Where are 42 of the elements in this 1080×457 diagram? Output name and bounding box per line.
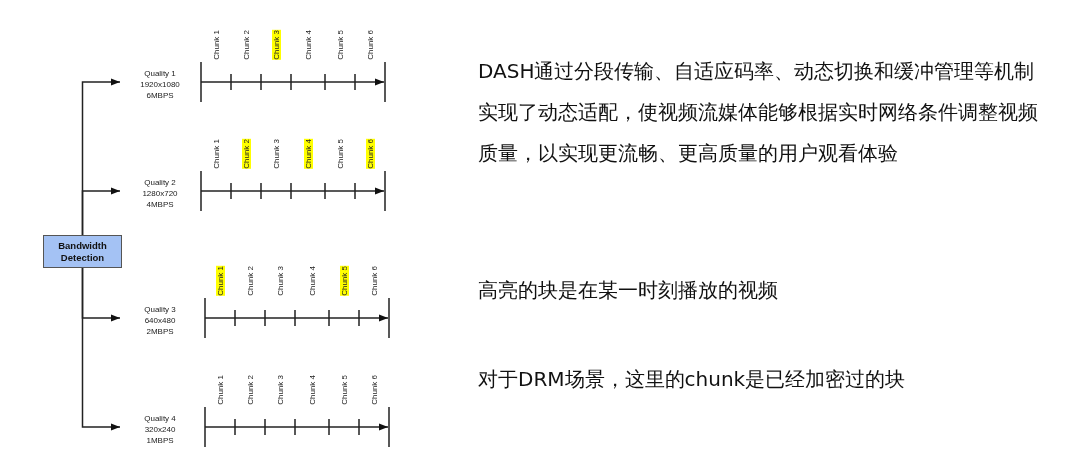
chunk-label: Chunk 5 — [335, 139, 345, 169]
highlighted-chunk-label: Chunk 1 — [215, 266, 225, 296]
chunk-label: Chunk 2 — [241, 30, 251, 60]
chunk-label: Chunk 6 — [369, 266, 379, 296]
highlighted-chunk-label: Chunk 4 — [303, 139, 313, 169]
quality-label: 2MBPS — [145, 326, 175, 337]
chunk-label: Chunk 1 — [211, 139, 221, 169]
quality-label: 320x240 — [143, 424, 177, 435]
note-text: DASH通过分段传输、自适应码率、动态切换和缓冲管理等机制实现了动态适配，使视频流媒体能够根据实时网络条件调整视频质量，以实现更流畅、更高质量的用户观看体验 — [478, 58, 1039, 167]
arrow — [81, 187, 121, 236]
quality-label: 1920x1080 — [139, 79, 181, 90]
chunk-label: Chunk 5 — [335, 30, 345, 60]
note-text: 高亮的块是在某一时刻播放的视频 — [478, 277, 779, 304]
highlighted-chunk-label: Chunk 6 — [365, 139, 375, 169]
chunk-label: Chunk 4 — [307, 375, 317, 405]
quality-label: 640x480 — [143, 315, 177, 326]
chunk-label: Chunk 4 — [303, 30, 313, 60]
chunk-label: Chunk 3 — [275, 375, 285, 405]
arrow — [81, 267, 121, 431]
chunk-label: Chunk 6 — [369, 375, 379, 405]
chunk-label: Chunk 3 — [271, 139, 281, 169]
chunk-label: Chunk 2 — [245, 266, 255, 296]
quality-label: 4MBPS — [145, 199, 175, 210]
chunk-label: Chunk 4 — [307, 266, 317, 296]
chunk-label: Chunk 5 — [339, 375, 349, 405]
chunk-label: Chunk 1 — [215, 375, 225, 405]
highlighted-chunk-label: Chunk 3 — [271, 30, 281, 60]
quality-label: 6MBPS — [145, 90, 175, 101]
quality-label: Quality 1 — [143, 68, 177, 79]
chunk-label: Chunk 3 — [275, 266, 285, 296]
quality-label: Quality 2 — [143, 177, 177, 188]
quality-label: 1MBPS — [145, 435, 175, 446]
highlighted-chunk-label: Chunk 5 — [339, 266, 349, 296]
chunk-label: Chunk 2 — [245, 375, 255, 405]
process-box: Bandwidth Detection — [43, 235, 122, 268]
highlighted-chunk-label: Chunk 2 — [241, 139, 251, 169]
note-text: 对于DRM场景，这里的chunk是已经加密过的块 — [478, 366, 907, 393]
quality-label: Quality 3 — [143, 304, 177, 315]
quality-label: Quality 4 — [143, 413, 177, 424]
chunk-label: Chunk 1 — [211, 30, 221, 60]
quality-label: 1280x720 — [141, 188, 179, 199]
chunk-label: Chunk 6 — [365, 30, 375, 60]
